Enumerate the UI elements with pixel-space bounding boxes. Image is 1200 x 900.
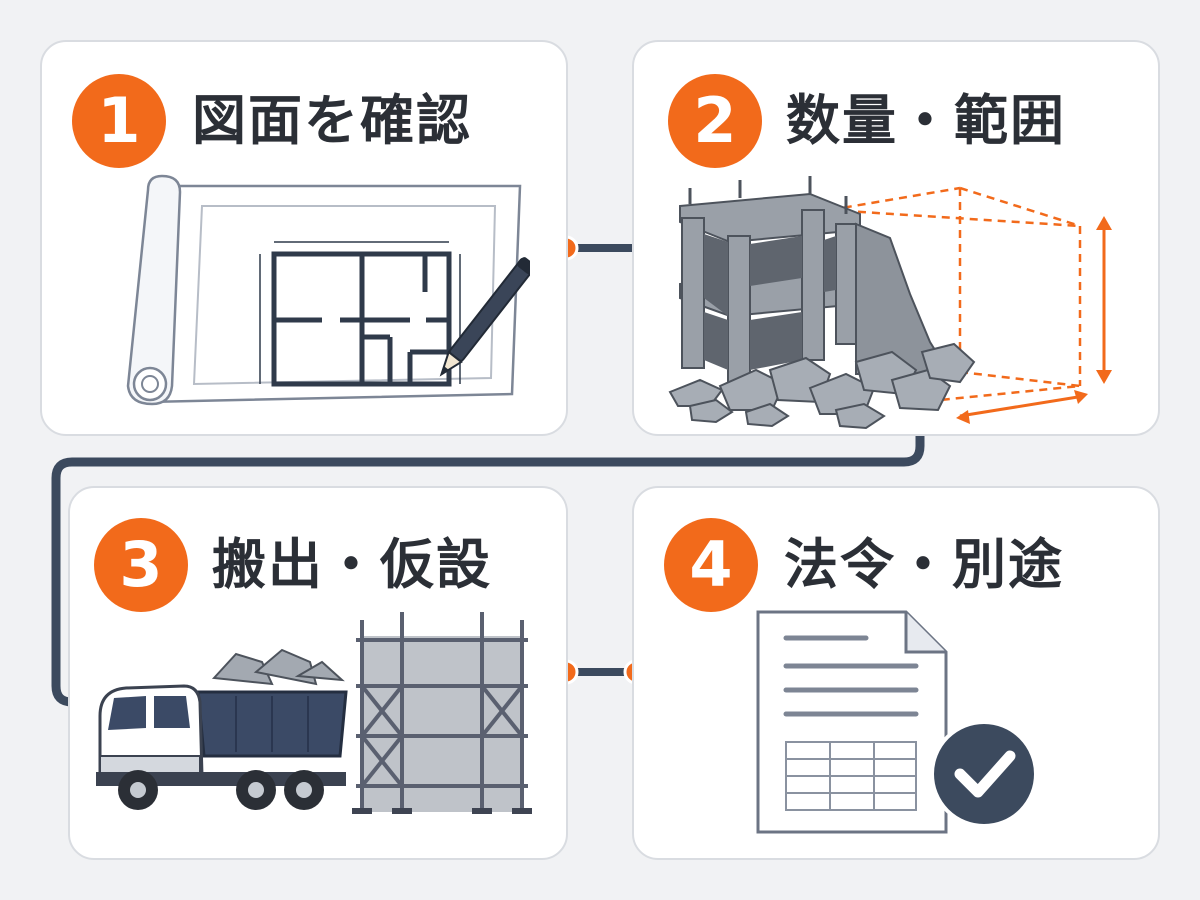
step-card-1: 1 図面を確認 [40,40,568,436]
step-title: 法令・別途 [784,533,1064,596]
step-number-badge: 2 [668,74,762,168]
dump-truck-scaffolding-icon [96,612,532,814]
step-card-4: 4 法令・別途 [632,486,1160,860]
document-check-icon [756,610,1038,834]
blueprint-icon [126,174,530,406]
step-card-3: 3 搬出・仮設 [68,486,568,860]
step-number-badge: 3 [94,518,188,612]
step-title: 図面を確認 [192,89,472,152]
step-title: 搬出・仮設 [212,533,492,596]
step-title: 数量・範囲 [786,89,1066,152]
step-number-badge: 4 [664,518,758,612]
demolished-building-icon [668,176,1112,430]
step-card-2: 2 数量・範囲 [632,40,1160,436]
step-number-badge: 1 [72,74,166,168]
